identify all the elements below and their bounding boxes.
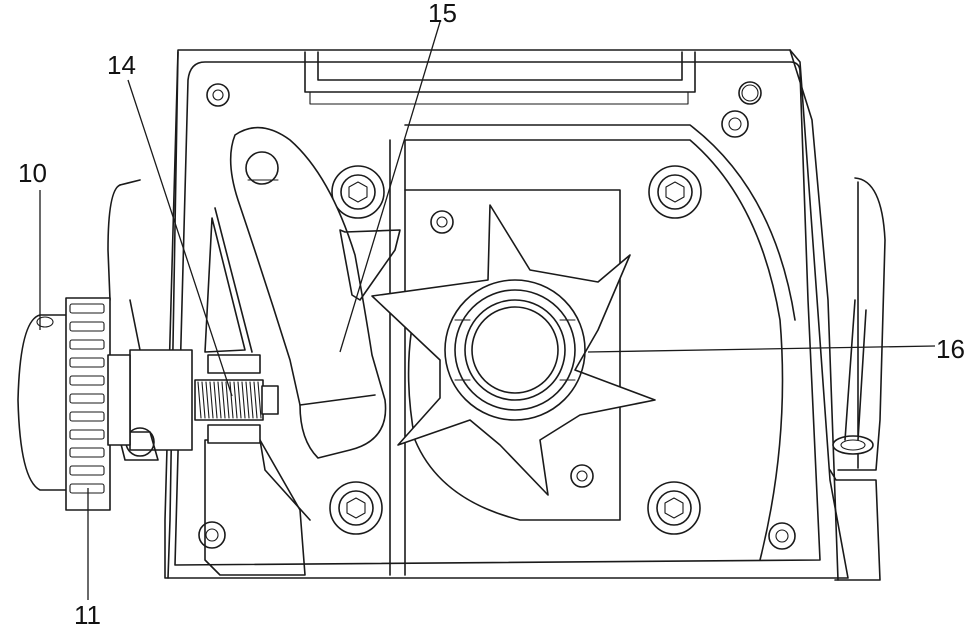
screw-top-left xyxy=(331,165,385,219)
leader-15 xyxy=(339,21,441,353)
small-screw-2 xyxy=(721,110,749,138)
small-screw-3 xyxy=(738,81,762,105)
pawl-lever xyxy=(229,126,401,459)
adjusting-screw xyxy=(117,349,279,461)
callout-10: 10 xyxy=(18,158,47,188)
small-screw-1 xyxy=(206,83,230,107)
callout-11: 11 xyxy=(74,600,101,627)
small-screw-7 xyxy=(768,522,796,550)
small-screw-4 xyxy=(430,210,454,234)
knob-ribs xyxy=(69,303,105,494)
socket-screws xyxy=(198,81,796,550)
screw-thread xyxy=(197,381,262,419)
small-screw-6 xyxy=(198,521,226,549)
leader-lines xyxy=(39,21,936,600)
star-wheel xyxy=(371,204,656,496)
callout-16: 16 xyxy=(936,334,965,364)
callout-15: 15 xyxy=(428,0,457,28)
small-screw-5 xyxy=(570,464,594,488)
leader-16 xyxy=(587,345,936,353)
leader-14 xyxy=(127,79,233,397)
screw-bottom-right xyxy=(647,481,701,535)
screw-bottom-left xyxy=(329,481,383,535)
housing xyxy=(107,49,886,581)
adjusting-knob xyxy=(17,297,131,511)
rotor-plate xyxy=(389,124,796,576)
callout-14: 14 xyxy=(107,50,136,80)
screw-top-right xyxy=(648,165,702,219)
callouts: 15 14 10 16 11 xyxy=(18,0,965,627)
